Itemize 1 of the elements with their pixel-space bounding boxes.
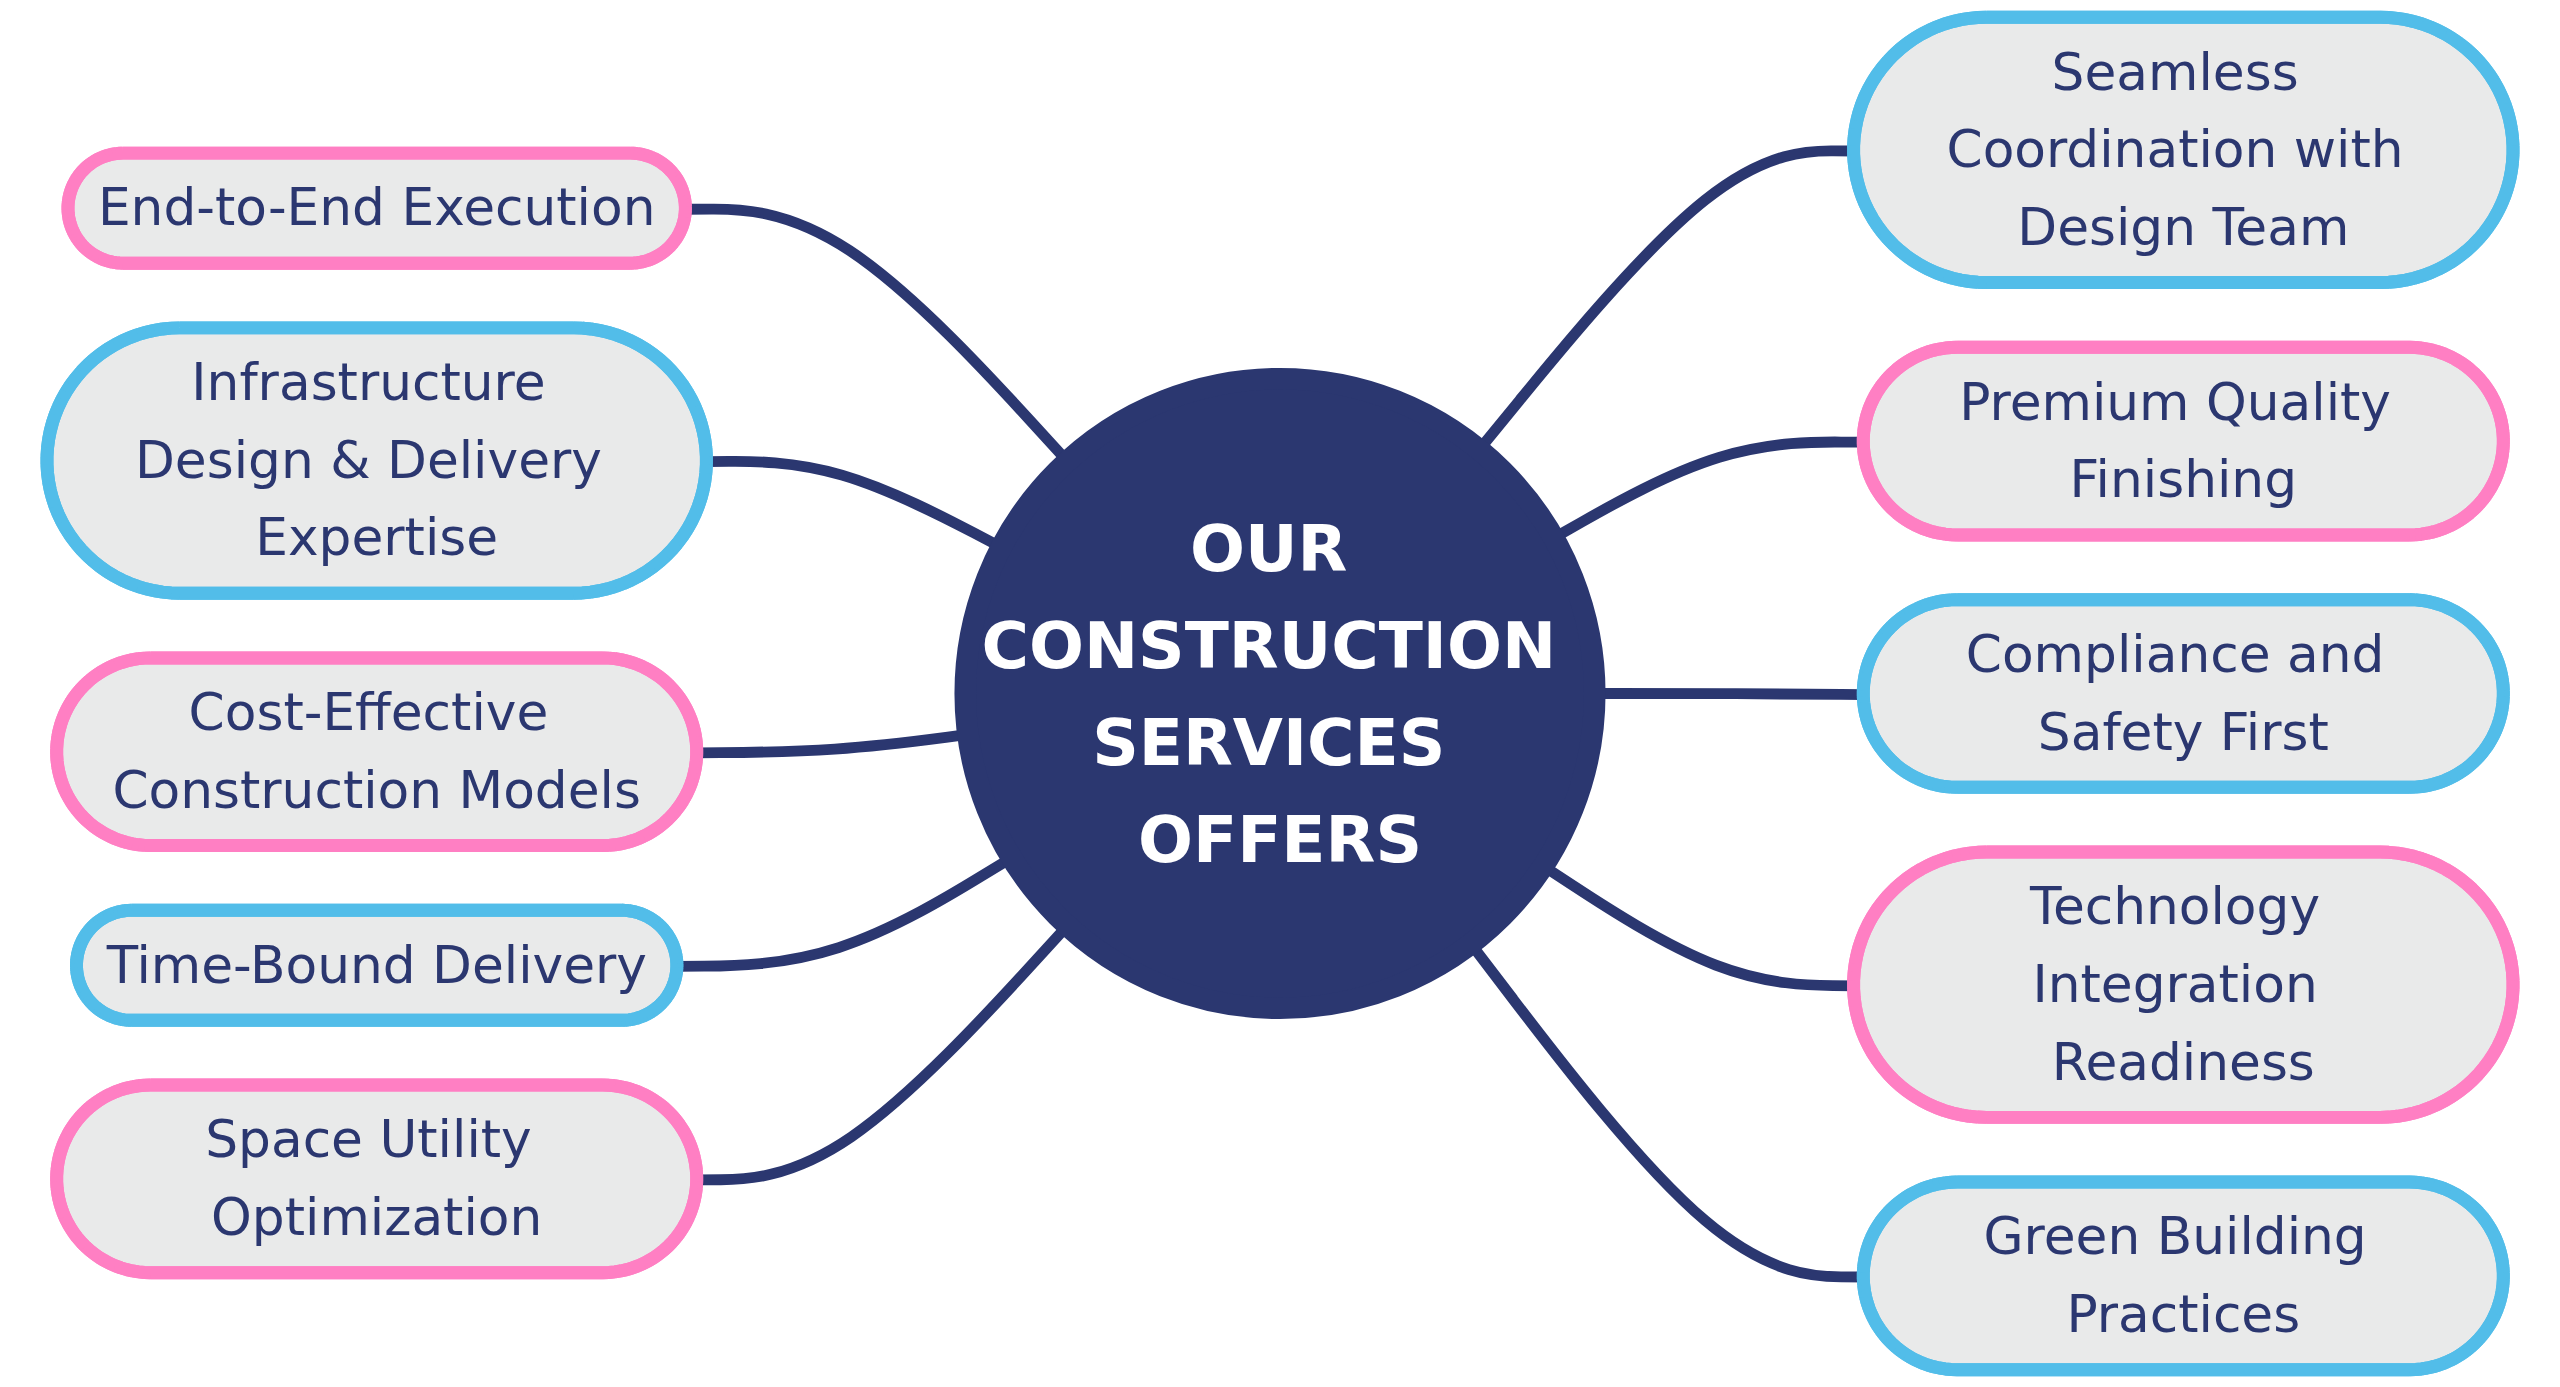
node-circle: OUR CONSTRUCTION SERVICES OFFERS <box>954 367 1606 1020</box>
